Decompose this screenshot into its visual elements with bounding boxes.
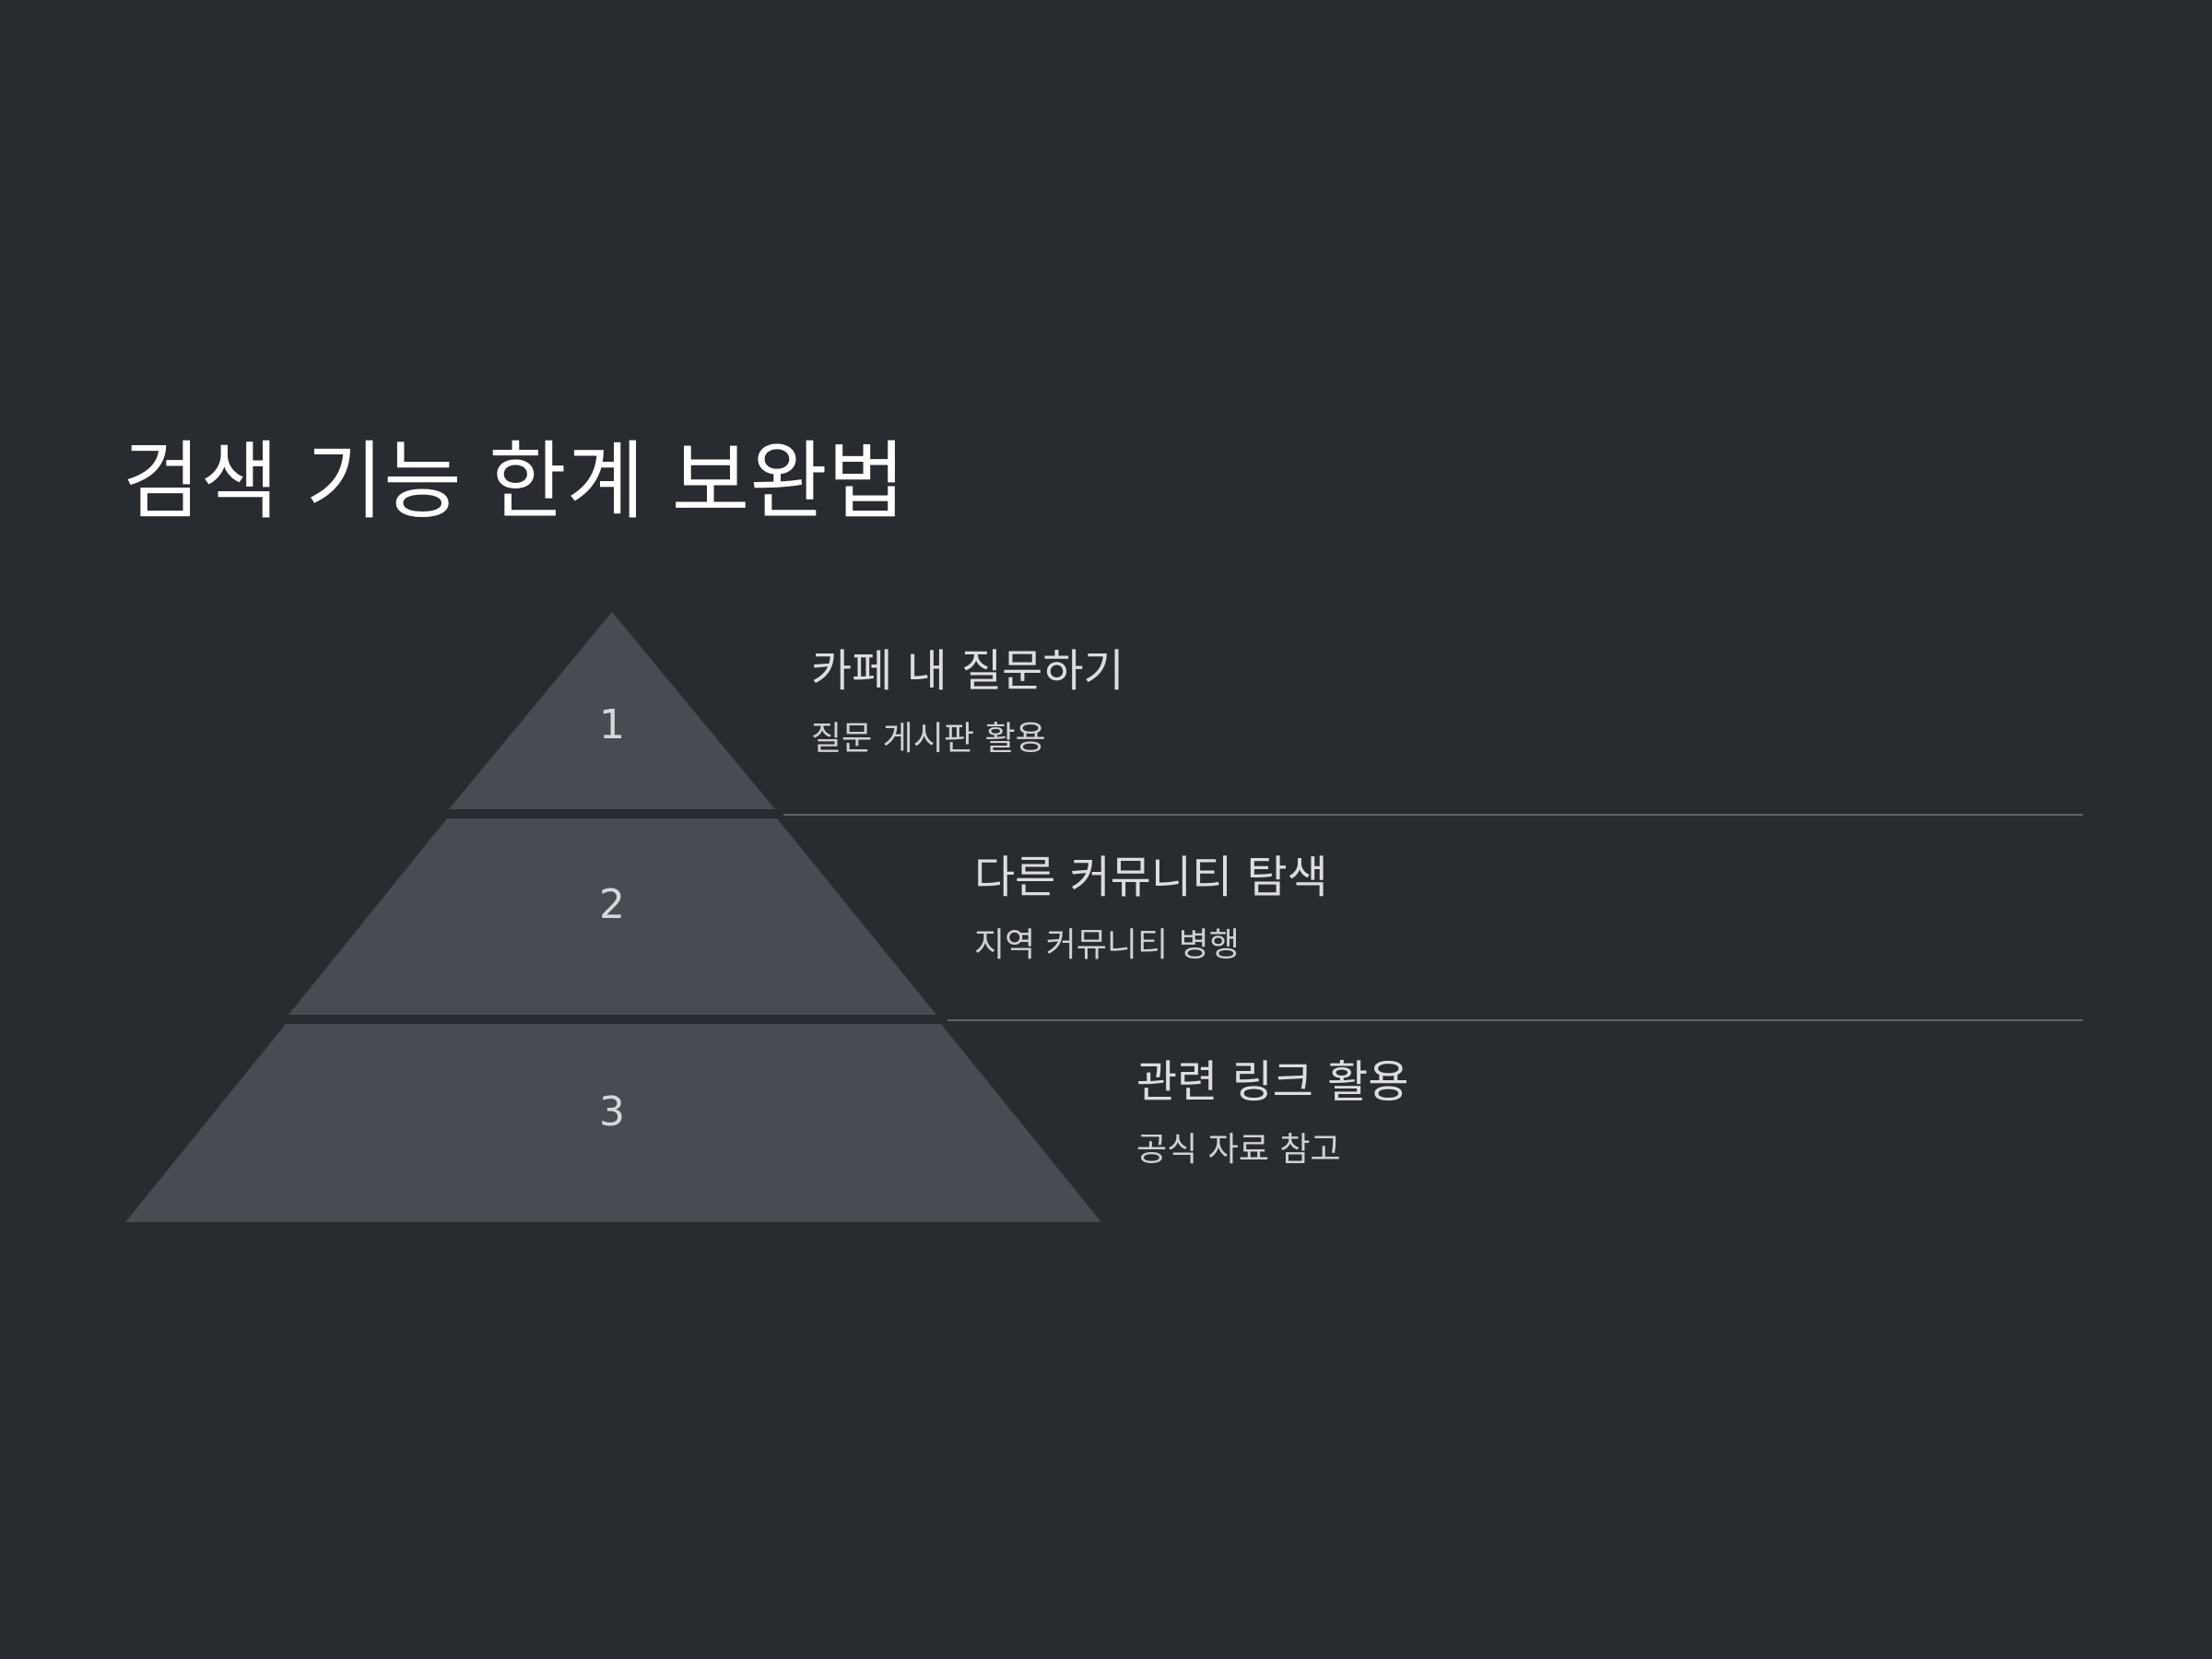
tier-2-number: 2 xyxy=(599,881,625,928)
item-1-title: 카페 내 질문하기 xyxy=(811,645,1124,697)
item-2-description: 지역 커뮤니티 병행 xyxy=(974,925,1240,964)
item-3-description: 공식 자료 참고 xyxy=(1136,1130,1341,1169)
item-1-description: 질문 게시판 활용 xyxy=(811,719,1046,758)
pyramid-item-1: 카페 내 질문하기 질문 게시판 활용 xyxy=(811,645,1124,759)
slide-title: 검색 기능 한계 보완법 xyxy=(123,432,906,531)
pyramid-item-3: 관련 링크 활용 공식 자료 참고 xyxy=(1136,1056,1408,1170)
pyramid-tier-1 xyxy=(449,612,775,809)
pyramid-item-2: 다른 커뮤니티 탐색 지역 커뮤니티 병행 xyxy=(974,852,1328,965)
pyramid-tier-3 xyxy=(125,1024,1101,1222)
item-3-title: 관련 링크 활용 xyxy=(1136,1056,1409,1108)
tier-3-number: 3 xyxy=(599,1088,625,1135)
pyramid-tier-2 xyxy=(288,818,936,1015)
item-2-title: 다른 커뮤니티 탐색 xyxy=(974,852,1328,903)
tier-1-number: 1 xyxy=(599,701,625,748)
